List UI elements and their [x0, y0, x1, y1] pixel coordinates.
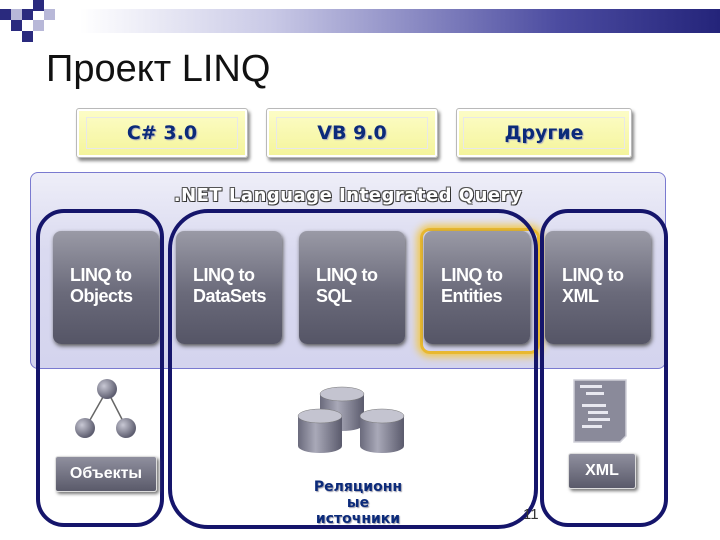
checker-square — [22, 31, 33, 42]
objects-label: Объекты — [55, 456, 157, 492]
checker-square — [22, 9, 33, 20]
provider-label: LINQ to Objects — [70, 265, 133, 306]
panel-title: .NET Language Integrated Query — [173, 185, 523, 206]
language-other: Другие — [456, 108, 632, 158]
language-vb: VB 9.0 — [266, 108, 438, 158]
provider-label: LINQ to Entities — [441, 265, 503, 306]
provider-label: LINQ to SQL — [316, 265, 378, 306]
highlight-glow — [420, 228, 540, 354]
relational-sources-label: Реляционн ые источники — [296, 479, 420, 527]
slide-title: Проект LINQ — [46, 48, 271, 90]
database-cylinders-icon — [297, 386, 405, 453]
provider-linq-to-xml: LINQ to XML — [545, 231, 651, 344]
checker-square — [33, 20, 44, 31]
provider-linq-to-objects: LINQ to Objects — [53, 231, 159, 344]
page-number: 11 — [523, 506, 539, 523]
language-label: Другие — [463, 117, 625, 149]
xml-document-icon — [573, 379, 627, 443]
group-frame-objects — [36, 209, 164, 527]
checker-square — [0, 9, 11, 20]
language-csharp: C# 3.0 — [76, 108, 248, 158]
gradient-bar — [80, 9, 720, 33]
group-frame-relational — [168, 209, 538, 529]
language-label: VB 9.0 — [276, 117, 428, 149]
object-graph-icon — [75, 379, 136, 438]
checker-square — [11, 9, 22, 20]
xml-label: XML — [568, 453, 636, 489]
checker-square — [11, 20, 22, 31]
checker-square — [33, 0, 44, 11]
provider-linq-to-sql: LINQ to SQL — [299, 231, 405, 344]
relational-label-text: Реляционн ые источники — [313, 479, 403, 527]
provider-linq-to-datasets: LINQ to DataSets — [176, 231, 282, 344]
language-label: C# 3.0 — [85, 117, 239, 149]
group-frame-xml — [540, 209, 668, 527]
provider-label: LINQ to DataSets — [193, 265, 267, 306]
checker-square — [44, 9, 55, 20]
provider-label: LINQ to XML — [562, 265, 624, 306]
provider-linq-to-entities: LINQ to Entities — [424, 231, 530, 344]
